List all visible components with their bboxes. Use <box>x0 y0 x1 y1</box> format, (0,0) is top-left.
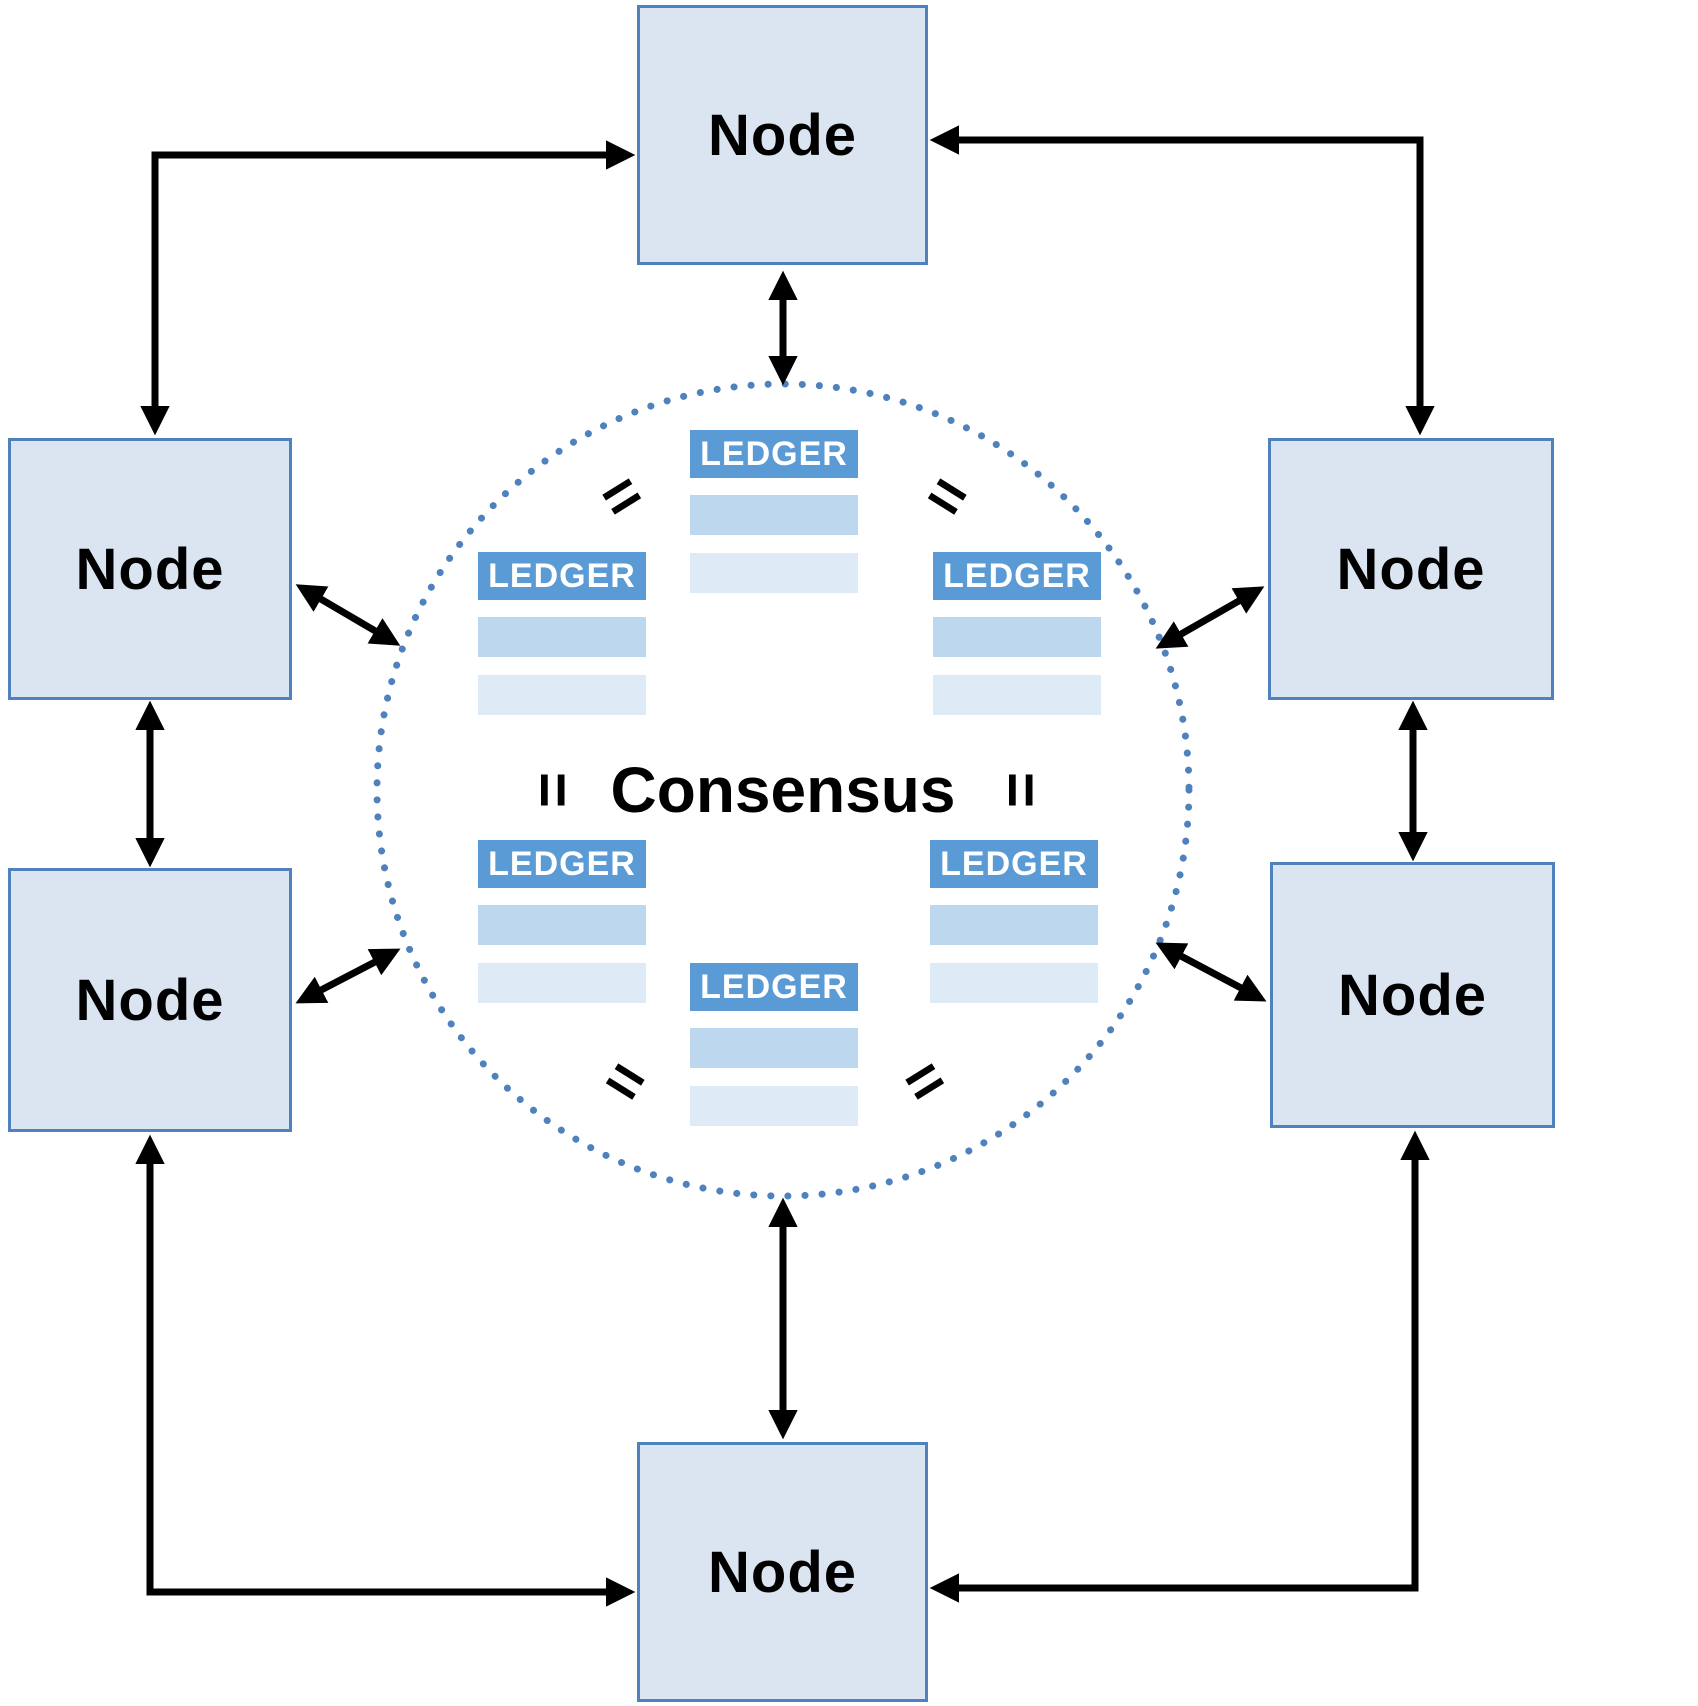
ledger-row <box>933 675 1101 715</box>
node-label: Node <box>1336 536 1486 602</box>
ledger-row <box>478 675 646 715</box>
ledger-row <box>690 495 858 535</box>
arrow-left-lower-node-consensus <box>295 948 401 1004</box>
ledger-header: LEDGER <box>478 840 646 888</box>
node-box-bottom: Node <box>637 1442 928 1702</box>
ledger-row <box>478 905 646 945</box>
ledger-row <box>690 553 858 593</box>
ledger-row <box>478 963 646 1003</box>
ledger-header: LEDGER <box>930 840 1098 888</box>
ledger-block-upper-right: LEDGER <box>933 552 1101 715</box>
ledger-row <box>933 617 1101 657</box>
equals-icon: = <box>986 771 1055 809</box>
arrow-left-upper-node-consensus <box>295 584 401 646</box>
arrow-top-node-right-upper <box>929 125 1435 436</box>
ledger-header: LEDGER <box>690 430 858 478</box>
consensus-label: Consensus <box>610 754 956 826</box>
equals-icon: = <box>518 771 587 809</box>
node-label: Node <box>708 102 857 168</box>
ledger-block-lower-left: LEDGER <box>478 840 646 1003</box>
ledger-row <box>478 617 646 657</box>
ledger-row <box>690 1028 858 1068</box>
ledger-header: LEDGER <box>690 963 858 1011</box>
node-box-left-upper: Node <box>8 438 292 700</box>
ledger-block-lower-right: LEDGER <box>930 840 1098 1003</box>
node-box-right-upper: Node <box>1268 438 1554 700</box>
ledger-row <box>930 963 1098 1003</box>
node-box-right-lower: Node <box>1270 862 1555 1128</box>
ledger-block-top: LEDGER <box>690 430 858 593</box>
ledger-block-bottom: LEDGER <box>690 963 858 1126</box>
arrow-right-upper-node-consensus <box>1155 586 1265 649</box>
ledger-row <box>930 905 1098 945</box>
node-box-top: Node <box>637 5 928 265</box>
ledger-row <box>690 1086 858 1126</box>
node-label: Node <box>708 1539 857 1605</box>
arrow-right-lower-node-consensus <box>1155 942 1267 1002</box>
arrow-left-lower-bottom-node <box>135 1134 636 1607</box>
node-label: Node <box>75 536 225 602</box>
ledger-block-upper-left: LEDGER <box>478 552 646 715</box>
arrow-right-lower-bottom-node <box>929 1130 1430 1603</box>
node-box-left-lower: Node <box>8 868 292 1132</box>
arrow-top-node-left-upper <box>140 140 636 436</box>
ledger-header: LEDGER <box>478 552 646 600</box>
node-label: Node <box>1338 962 1487 1028</box>
node-label: Node <box>75 967 225 1033</box>
ledger-header: LEDGER <box>933 552 1101 600</box>
